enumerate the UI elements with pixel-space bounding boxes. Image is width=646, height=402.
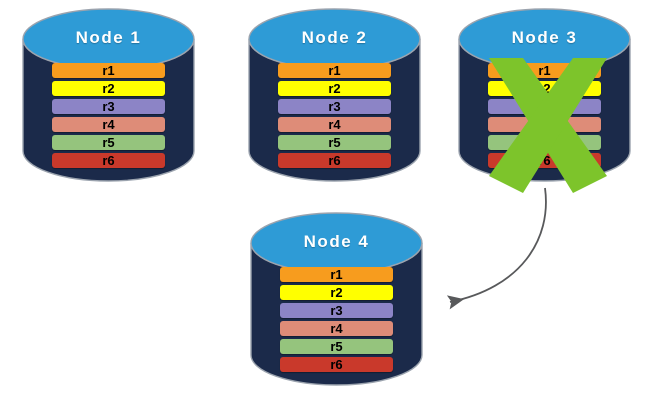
row-bar[interactable]: r3: [488, 99, 601, 114]
row-bar[interactable]: r5: [488, 135, 601, 150]
row-bar[interactable]: r1: [278, 63, 391, 78]
row-bar[interactable]: r3: [278, 99, 391, 114]
row-bar[interactable]: r5: [52, 135, 165, 150]
row-bar[interactable]: r5: [278, 135, 391, 150]
row-bar[interactable]: r6: [278, 153, 391, 168]
row-bar[interactable]: r6: [280, 357, 393, 372]
cylinder-top-ellipse: [458, 8, 631, 70]
row-bar[interactable]: r6: [488, 153, 601, 168]
row-bar[interactable]: r2: [52, 81, 165, 96]
row-bar[interactable]: r4: [280, 321, 393, 336]
row-bar[interactable]: r3: [52, 99, 165, 114]
cylinder-top-ellipse: [248, 8, 421, 70]
row-bar[interactable]: r4: [488, 117, 601, 132]
row-bar[interactable]: r2: [278, 81, 391, 96]
row-bar[interactable]: r1: [280, 267, 393, 282]
row-stack: r1 r2 r3 r4 r5 r6: [250, 267, 423, 372]
row-bar[interactable]: r2: [488, 81, 601, 96]
row-bar[interactable]: r2: [280, 285, 393, 300]
row-stack: r1 r2 r3 r4 r5 r6: [22, 63, 195, 168]
row-bar[interactable]: r3: [280, 303, 393, 318]
row-bar[interactable]: r4: [52, 117, 165, 132]
cylinder-top-ellipse: [22, 8, 195, 70]
row-bar[interactable]: r5: [280, 339, 393, 354]
row-bar[interactable]: r1: [488, 63, 601, 78]
cylinder-top-ellipse: [250, 212, 423, 274]
row-stack: r1 r2 r3 r4 r5 r6: [248, 63, 421, 168]
row-stack: r1 r2 r3 r4 r5 r6: [458, 63, 631, 168]
row-bar[interactable]: r1: [52, 63, 165, 78]
row-bar[interactable]: r6: [52, 153, 165, 168]
row-bar[interactable]: r4: [278, 117, 391, 132]
